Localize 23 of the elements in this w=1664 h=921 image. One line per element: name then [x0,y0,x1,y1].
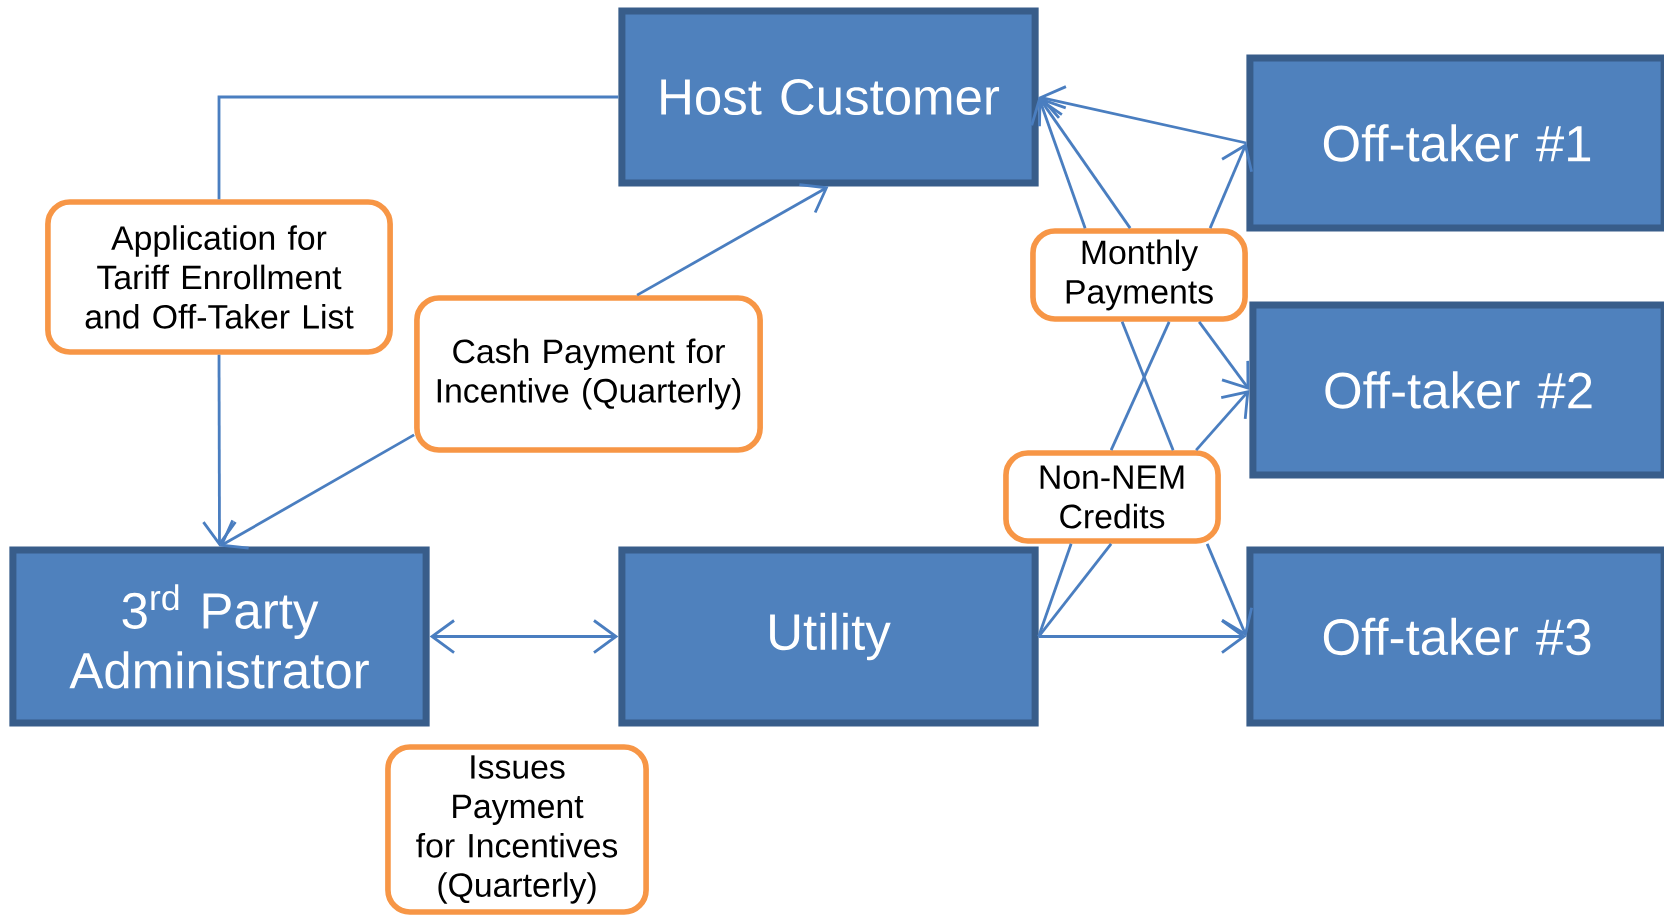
arrow [1038,85,1247,145]
note-box: Application for Tariff Enrollment and Off-Taker List [45,199,393,355]
note-box: Monthly Payments [1030,228,1248,322]
note-box: Issues Payment for Incentives (Quarterly) [385,744,649,915]
note-box: Cash Payment for Incentive (Quarterly) [414,295,763,453]
arrow [1030,97,1087,229]
arrow [1205,543,1253,637]
note-box: Non-NEM Credits [1003,450,1221,544]
process-box: Utility [618,546,1039,727]
arrow [1038,619,1247,654]
arrow [429,619,619,654]
process-box: Off-taker #3 [1246,546,1664,727]
process-box: Off-taker #1 [1246,54,1664,232]
arrow [636,183,829,297]
arrow [1195,390,1250,452]
arrow [202,354,237,547]
process-box: Host Customer [618,7,1039,187]
process-box: Off-taker #2 [1249,301,1664,479]
arrow [1198,321,1250,390]
arrow [219,433,415,550]
process-box: 3$^{rd}$ Party Administrator [9,546,430,727]
arrow [1038,97,1132,229]
arrow [1208,143,1253,229]
